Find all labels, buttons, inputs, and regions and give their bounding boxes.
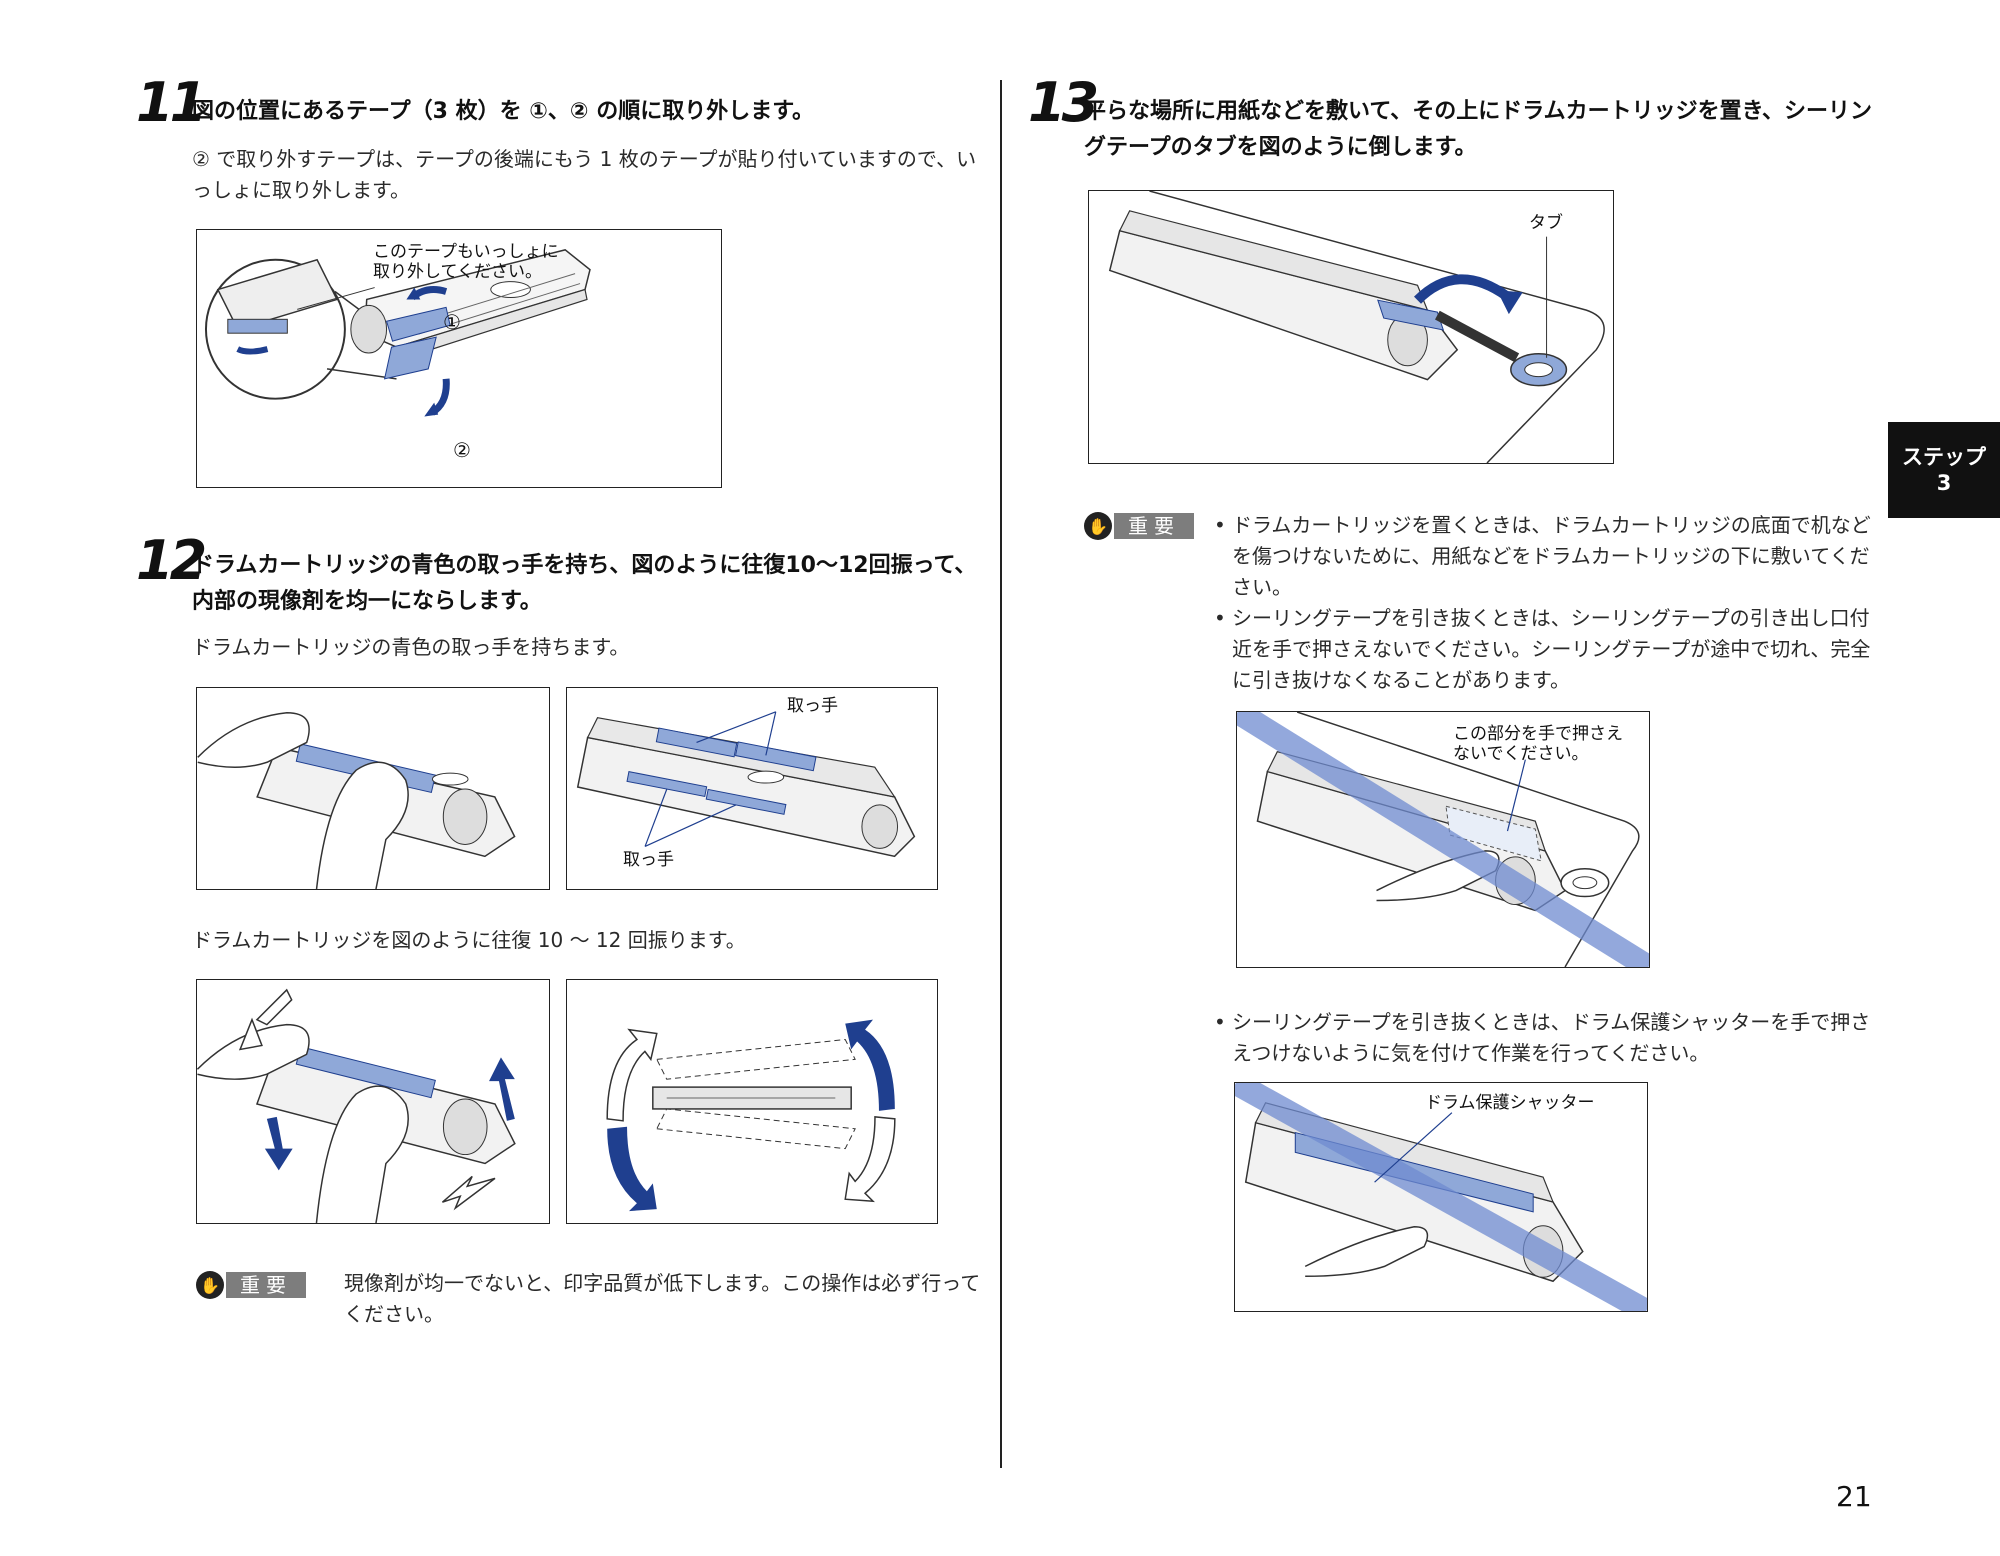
- column-divider: [1000, 80, 1002, 1468]
- marker-1: ①: [443, 310, 461, 334]
- do-not-press-illustration: [1237, 712, 1649, 967]
- step-11-callout: このテープもいっしょに 取り外してください。: [373, 242, 559, 282]
- step-12-figure-handles: 取っ手 取っ手: [566, 687, 938, 890]
- step-12-number: 12: [136, 529, 207, 592]
- important-bullet-3-text: シーリングテープを引き抜くときは、ドラム保護シャッターを手で押さえつけないように…: [1232, 1010, 1871, 1065]
- step-13-important-list-2: •シーリングテープを引き抜くときは、ドラム保護シャッターを手で押さえつけないよう…: [1214, 1007, 1874, 1069]
- step-13-important-badge: ✋ 重要: [1084, 512, 1194, 540]
- hand-stop-icon: ✋: [1084, 512, 1112, 540]
- marker-2: ②: [453, 438, 471, 462]
- no-press-callout: この部分を手で押さえ ないでください。: [1453, 724, 1623, 764]
- step-side-tab: ステップ 3: [1888, 422, 2000, 518]
- step-12-heading: ドラムカートリッジの青色の取っ手を持ち、図のように往復10～12回振って、内部の…: [192, 553, 977, 614]
- hand-stop-icon: ✋: [196, 1271, 224, 1299]
- step-12-body-2: ドラムカートリッジを図のように往復 10 ～ 12 回振ります。: [192, 928, 746, 952]
- step-12-important-badge: ✋ 重要: [196, 1271, 306, 1299]
- step-11-heading: 図の位置にあるテープ（3 枚）を ①、② の順に取り外します。: [192, 99, 815, 124]
- shaking-cartridge-hands: [197, 988, 516, 1223]
- important-bullet-2: •シーリングテープを引き抜くときは、シーリングテープの引き出し口付近を手で押さえ…: [1214, 606, 1871, 692]
- step-13-important-list: •ドラムカートリッジを置くときは、ドラムカートリッジの底面で机などを傷つけないた…: [1214, 510, 1874, 696]
- step-13-figure-tab: タブ: [1088, 190, 1614, 464]
- step-12-figure-shake-hands: [196, 979, 550, 1224]
- handle-label-top: 取っ手: [787, 696, 838, 716]
- side-tab-line-1: ステップ: [1902, 445, 1986, 469]
- step-12-body-1: ドラムカートリッジの青色の取っ手を持ちます。: [192, 635, 630, 659]
- drum-cartridge-tape-illustration: [204, 249, 591, 417]
- step-12-important-text: 現像剤が均一でないと、印字品質が低下します。この操作は必ず行ってください。: [344, 1271, 981, 1326]
- sealing-tape-tab-illustration: [1108, 191, 1605, 463]
- step-11-body: ② で取り外すテープは、テープの後端にもう 1 枚のテープが貼り付いていますので…: [192, 147, 977, 202]
- step-11-number: 11: [136, 71, 207, 134]
- shutter-callout: ドラム保護シャッター: [1425, 1093, 1595, 1113]
- page-number: 21: [1836, 1480, 1872, 1513]
- step-11-figure: このテープもいっしょに 取り外してください。 ① ②: [196, 229, 722, 488]
- cartridge-handles-illustration: [576, 711, 916, 858]
- important-label: 重要: [226, 1272, 306, 1298]
- drum-protect-shutter-illustration: [1235, 1083, 1647, 1311]
- important-bullet-2-text: シーリングテープを引き抜くときは、シーリングテープの引き出し口付近を手で押さえな…: [1232, 606, 1871, 692]
- step-13-heading: 平らな場所に用紙などを敷いて、その上にドラムカートリッジを置き、シーリングテープ…: [1084, 99, 1873, 160]
- tab-label: タブ: [1529, 213, 1563, 233]
- hands-holding-cartridge: [197, 712, 516, 889]
- shake-motion-diagram: [606, 1019, 896, 1212]
- step-13-figure-shutter: ドラム保護シャッター: [1234, 1082, 1648, 1312]
- important-bullet-3: •シーリングテープを引き抜くときは、ドラム保護シャッターを手で押さえつけないよう…: [1214, 1010, 1871, 1065]
- handle-label-bottom: 取っ手: [623, 850, 674, 870]
- step-13-number: 13: [1028, 71, 1099, 134]
- important-bullet-1: •ドラムカートリッジを置くときは、ドラムカートリッジの底面で机などを傷つけないた…: [1214, 513, 1871, 599]
- step-13-figure-no-press: この部分を手で押さえ ないでください。: [1236, 711, 1650, 968]
- important-label: 重要: [1114, 513, 1194, 539]
- side-tab-line-2: 3: [1936, 471, 1952, 495]
- step-12-figure-shake-diagram: [566, 979, 938, 1224]
- important-bullet-1-text: ドラムカートリッジを置くときは、ドラムカートリッジの底面で机などを傷つけないため…: [1232, 513, 1871, 599]
- step-12-figure-hold: [196, 687, 550, 890]
